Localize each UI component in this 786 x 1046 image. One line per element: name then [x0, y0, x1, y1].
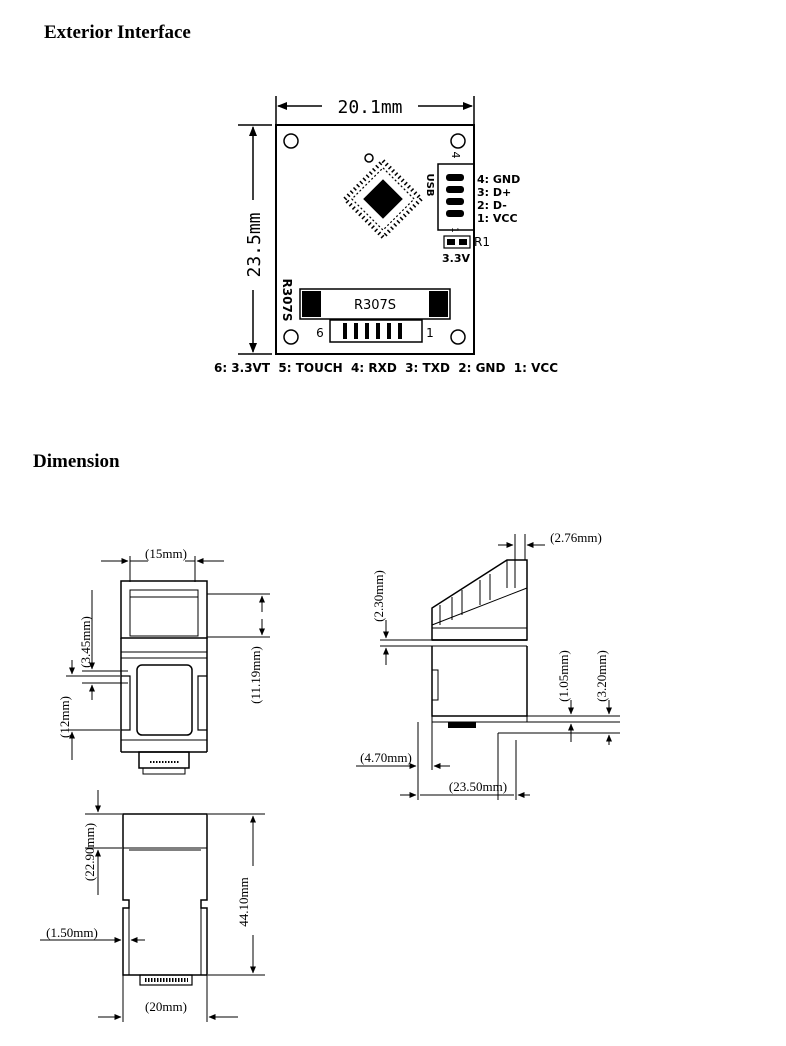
- front-upper-gap-label: (3.45mm): [78, 616, 93, 668]
- usb-pin-top-number: 4: [449, 152, 462, 159]
- side-top-offset-label: (2.76mm): [550, 530, 602, 545]
- dimension-heading: Dimension: [33, 451, 120, 472]
- bottom-total-height-label: 44.10mm: [236, 877, 251, 926]
- jumper-label: 3.3V: [442, 252, 470, 265]
- bottom-width-label: (20mm): [145, 999, 187, 1014]
- connector-left-pin: 6: [316, 326, 324, 340]
- connector-right-pin: 1: [426, 326, 434, 340]
- usb-pin-1: 1: VCC: [477, 212, 518, 225]
- usb-pin-4: 4: GND: [477, 173, 520, 186]
- bottom-pin-assignment: 6: 3.3VT 5: TOUCH 4: RXD 3: TXD 2: GND 1…: [214, 361, 558, 375]
- side-right-large-label: (3.20mm): [594, 650, 609, 702]
- usb-pin-2: 2: D-: [477, 199, 507, 212]
- r1-label: R1: [474, 235, 490, 249]
- board-model-side-label: R307S: [280, 279, 294, 322]
- side-step-height-label: (2.30mm): [371, 570, 386, 622]
- exterior-interface-heading: Exterior Interface: [44, 22, 191, 43]
- front-view-drawing: [66, 556, 270, 775]
- usb-pin-list: 4: GND 3: D+ 2: D- 1: VCC: [477, 173, 520, 225]
- board-diagram: [238, 96, 475, 355]
- usb-pin-bottom-number: 1: [449, 227, 459, 233]
- front-left-height-label: (12mm): [57, 696, 72, 738]
- board-height-label: 23.5mm: [244, 212, 265, 277]
- bottom-notch-label: (1.50mm): [46, 925, 98, 940]
- side-bottom-left-label: (4.70mm): [360, 750, 412, 765]
- front-width-label: (15mm): [145, 546, 187, 561]
- side-view-drawing: [356, 534, 620, 800]
- side-right-small-label: (1.05mm): [556, 650, 571, 702]
- board-model-center-label: R307S: [354, 298, 396, 313]
- usb-label: USB: [424, 174, 435, 197]
- side-bottom-width-label: (23.50mm): [449, 779, 507, 794]
- usb-pin-3: 3: D+: [477, 186, 511, 199]
- board-width-label: 20.1mm: [337, 97, 402, 118]
- front-upper-height-label: (11.19mm): [248, 646, 263, 704]
- bottom-upper-height-label: (22.90mm): [82, 823, 97, 881]
- bottom-view-drawing: [40, 790, 265, 1022]
